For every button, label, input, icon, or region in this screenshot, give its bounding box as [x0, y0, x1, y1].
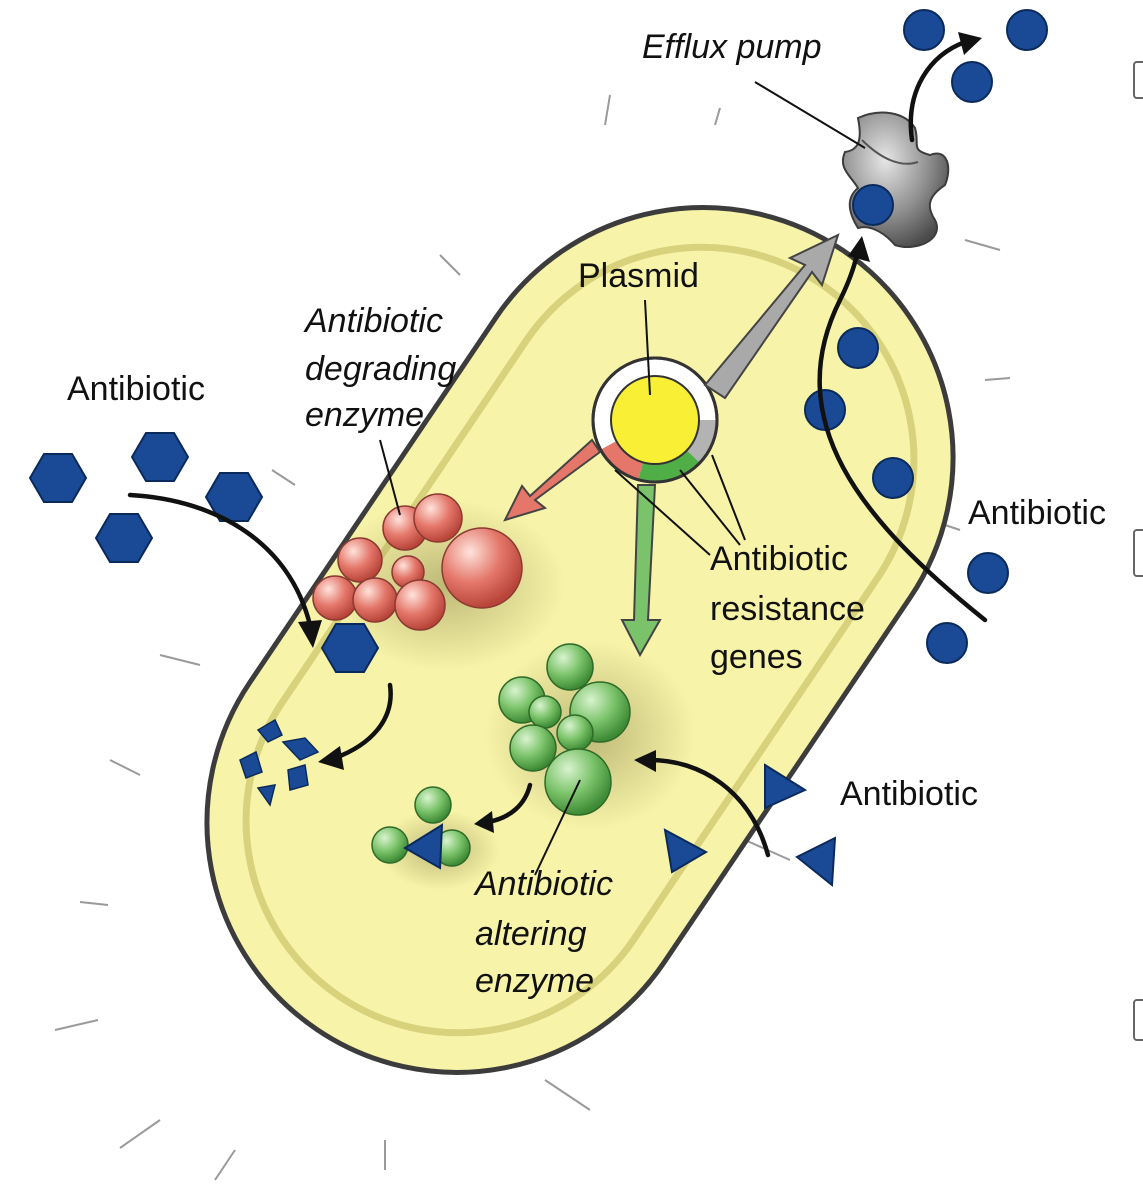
altering-enzyme-label-3: enzyme — [475, 962, 594, 1000]
antibiotic-hexagon-icon — [130, 432, 190, 482]
antibiotic-triangles — [663, 763, 837, 887]
arrow-to-altering-enzyme — [620, 484, 662, 658]
antibiotic-circle-icon — [852, 184, 894, 226]
antibiotic-circle-icon — [967, 552, 1009, 594]
antibiotic-circle-icon — [804, 389, 846, 431]
antibiotic-triangle-icon — [795, 836, 837, 887]
antibiotic-label-lower-right: Antibiotic — [840, 775, 978, 813]
gene-expression-arrows — [503, 233, 840, 658]
checkbox[interactable] — [1133, 529, 1143, 577]
antibiotic-triangle-icon — [403, 823, 444, 870]
degradation-arrow — [332, 682, 393, 761]
triangle-entry-arrow — [647, 757, 771, 858]
altered-antibiotic-complex — [371, 786, 471, 870]
antibiotic-circle-icon — [951, 61, 993, 103]
antibiotic-label-left: Antibiotic — [67, 370, 205, 408]
checkbox[interactable] — [1133, 999, 1143, 1041]
pathway-arrows — [127, 32, 988, 858]
degrading-enzyme-label-1: Antibiotic — [303, 302, 443, 340]
resistance-genes-label-2: resistance — [710, 590, 865, 628]
altering-arrow — [485, 782, 533, 825]
antibiotic-triangle-icon — [764, 763, 808, 810]
circle-efflux-arrow — [817, 247, 988, 623]
antibiotic-degrading-enzyme — [312, 493, 523, 631]
degraded-antibiotic-fragments — [239, 718, 320, 807]
altering-enzyme-label-1: Antibiotic — [473, 865, 613, 903]
antibiotic-circle-icon — [1006, 9, 1048, 51]
antibiotic-circle-icon — [926, 622, 968, 664]
plasmid-label: Plasmid — [578, 257, 699, 295]
antibiotic-hexagon-icon — [320, 623, 380, 673]
antibiotic-circle-icon — [872, 457, 914, 499]
leader-lines — [379, 81, 866, 876]
antibiotic-hexagon-icon — [28, 453, 88, 503]
degrading-enzyme-label-3: enzyme — [305, 396, 424, 434]
checkbox[interactable] — [1133, 61, 1143, 99]
plasmid — [591, 356, 719, 484]
antibiotic-hexagon-icon — [94, 513, 154, 563]
efflux-pump-label: Efflux pump — [642, 28, 822, 66]
cropped-checkboxes — [1133, 61, 1143, 1041]
resistance-genes-label-1: Antibiotic — [710, 540, 848, 578]
resistance-genes-label-3: genes — [710, 638, 803, 676]
antibiotic-triangle-icon — [663, 828, 709, 874]
arrow-to-degrading-enzyme — [503, 438, 602, 522]
efflux-pump — [841, 111, 950, 248]
antibiotic-circle-icon — [837, 327, 879, 369]
antibiotic-hexagon-icon — [204, 472, 264, 522]
antibiotic-circle-icon — [903, 9, 945, 51]
hexagon-entry-arrow — [127, 492, 313, 628]
antibiotic-hexagons — [28, 432, 380, 673]
pump-exit-arrow — [908, 39, 968, 143]
antibiotic-circles — [804, 9, 1048, 664]
degrading-enzyme-label-2: degrading — [305, 350, 456, 388]
antibiotic-label-right: Antibiotic — [968, 494, 1106, 532]
altering-enzyme-label-2: altering — [475, 915, 587, 953]
arrow-to-efflux-pump — [703, 233, 840, 400]
